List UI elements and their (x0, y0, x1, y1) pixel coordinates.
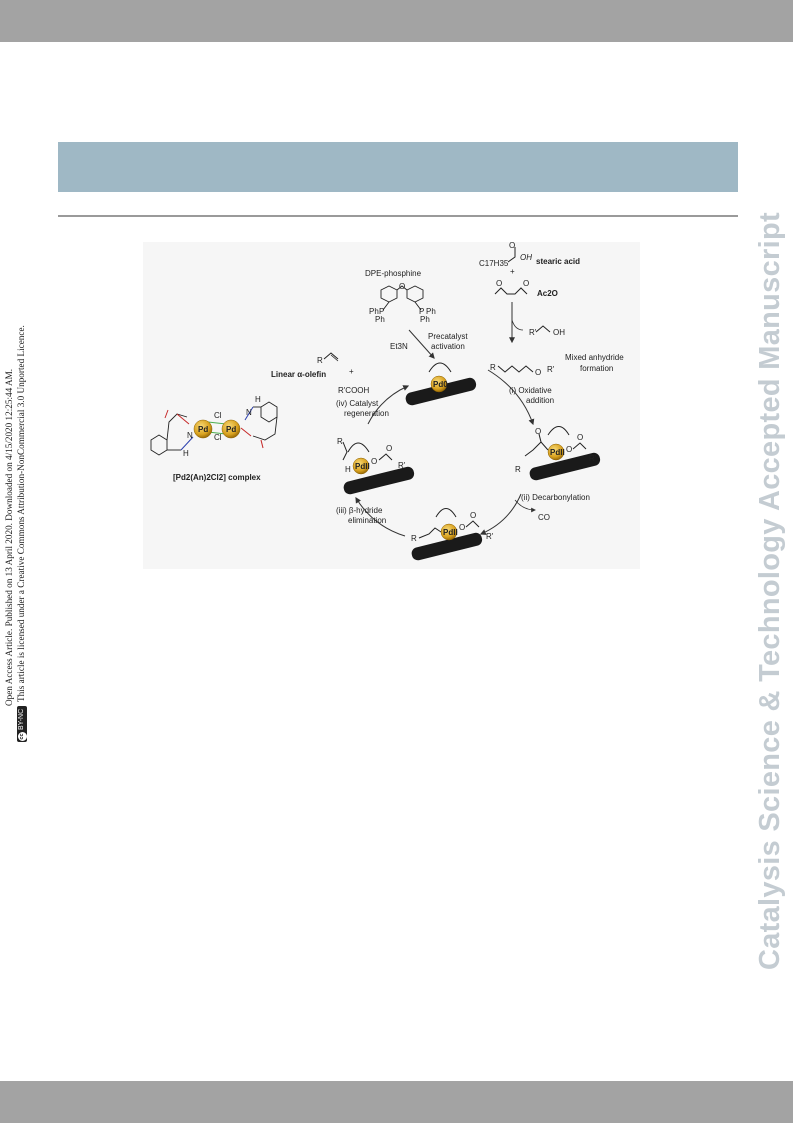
left-pd-label: PdII (355, 462, 370, 471)
step-ii-label: (ii) Decarbonylation (521, 493, 590, 502)
pd-sphere-label-2: Pd (226, 425, 236, 434)
cc-license-badge[interactable]: cc BY-NC (16, 706, 27, 742)
arrow-beta-hydride (355, 496, 406, 537)
pd0-catalyst-top: Pd0 (405, 362, 477, 406)
pd-hydride-intermediate: PdII R H O O R' (337, 437, 415, 495)
mixed-anhydride-structure: R O R' (490, 363, 555, 377)
bottom-pd-label: PdII (443, 528, 458, 537)
license-badge-text: BY-NC (17, 708, 25, 730)
step-iii-label-2: elimination (348, 516, 386, 525)
ac2o-o1: O (496, 279, 502, 288)
dpe-p2: P (419, 307, 424, 316)
dpe-ph2: Ph (375, 315, 385, 324)
cl-label-2: Cl (214, 433, 222, 442)
mixed-anhydride-label-1: Mixed anhydride (565, 353, 624, 362)
step-iv-label-1: (iv) Catalyst (336, 399, 379, 408)
arrow-decarbonylation (479, 493, 522, 535)
dpe-ph4: Ph (420, 315, 430, 324)
dpe-phosphine-label: DPE-phosphine (365, 269, 422, 278)
bottom-r: R (411, 534, 417, 543)
step-iii-label-1: (iii) β-hydride (336, 506, 383, 515)
et3n-label: Et3N (390, 342, 408, 351)
stearic-acid-label: stearic acid (536, 257, 580, 266)
h-label-1: H (183, 449, 189, 458)
co-label: CO (538, 513, 550, 522)
right-pd-label: PdII (550, 448, 565, 457)
linear-olefin-structure: R (317, 352, 339, 365)
header-rule (58, 215, 738, 217)
pd2-dimer-complex: Cl Cl N N H H Pd Pd (150, 395, 278, 458)
right-r-prime: R' (589, 454, 597, 463)
stearic-o: O (509, 242, 515, 250)
acetic-acid-byproduct: R' OH (529, 325, 565, 337)
olefin-r: R (317, 356, 323, 365)
byproduct-r: R' (529, 328, 537, 337)
left-r: R (337, 437, 343, 446)
pd-acyl-intermediate: PdII O R O O R' (515, 426, 601, 481)
step-i-label-1: (i) Oxidative (509, 386, 552, 395)
accepted-manuscript-watermark: Catalysis Science & Technology Accepted … (754, 212, 786, 970)
complex-label: [Pd2(An)2Cl2] complex (173, 473, 261, 482)
co-release-arrow (514, 499, 536, 513)
dpe-ph3: Ph (426, 307, 436, 316)
cc-icon: cc (17, 732, 27, 741)
right-r: R (515, 465, 521, 474)
dpe-phosphine-structure (380, 285, 424, 311)
byproduct-oh: OH (553, 328, 565, 337)
left-o: O (371, 457, 377, 466)
plus-sign-2: + (349, 367, 354, 376)
precatalyst-activation-label-2: activation (431, 342, 465, 351)
bottom-bar (0, 1081, 793, 1123)
pd-alkyl-intermediate: PdII R O O R' (411, 508, 494, 561)
precatalyst-activation-label-1: Precatalyst (428, 332, 468, 341)
right-o: O (566, 445, 572, 454)
cl-label-1: Cl (214, 411, 222, 420)
stearic-formula: C17H35 (479, 259, 509, 268)
bottom-r-prime: R' (486, 532, 494, 541)
bottom-o: O (459, 523, 465, 532)
step-iv-label-2: regeneration (344, 409, 389, 418)
dpe-p1: P (379, 307, 384, 316)
pd-sphere-label-1: Pd (198, 425, 208, 434)
left-carbonyl-o: O (386, 444, 392, 453)
anhydride-r: R (490, 363, 496, 372)
ac2o-o2: O (523, 279, 529, 288)
activation-arrow (408, 329, 435, 359)
dpe-o: O (399, 282, 405, 291)
license-line: cc BY-NC This article is licensed under a … (15, 202, 27, 742)
mixed-anhydride-label-2: formation (580, 364, 613, 373)
top-bar (0, 0, 793, 42)
right-carbonyl-o: O (577, 433, 583, 442)
open-access-note: Open Access Article. Published on 13 Apr… (3, 202, 43, 742)
linear-olefin-label: Linear α-olefin (271, 370, 326, 379)
dpe-ph1: Ph (369, 307, 379, 316)
license-text[interactable]: This article is licensed under a Creativ… (16, 325, 26, 702)
ac2o-label: Ac2O (537, 289, 558, 298)
n-label-1: N (187, 431, 193, 440)
left-r-prime: R' (398, 461, 406, 470)
n-label-2: N (246, 408, 252, 417)
anhydride-r-prime: R' (547, 365, 555, 374)
anhydride-o: O (535, 368, 541, 377)
arrow-regeneration (367, 385, 410, 425)
plus-sign-1: + (510, 267, 515, 276)
top-pd-label: Pd0 (433, 380, 448, 389)
arrow-oxidative-addition (487, 369, 535, 426)
journal-header-band (58, 142, 738, 192)
right-acyl-o: O (535, 427, 541, 436)
bottom-carbonyl-o: O (470, 511, 476, 520)
h-label-2: H (255, 395, 261, 404)
catalytic-cycle-figure: C17H35 O OH stearic acid + O O Ac2O R' O… (143, 242, 640, 569)
figure-svg: C17H35 O OH stearic acid + O O Ac2O R' O… (150, 242, 624, 561)
stearic-acid-structure: C17H35 O OH stearic acid + O O Ac2O (479, 242, 580, 298)
r-cooh-label: R'COOH (338, 386, 370, 395)
open-access-line: Open Access Article. Published on 13 Apr… (4, 368, 14, 706)
left-h: H (345, 465, 351, 474)
step-i-label-2: addition (526, 396, 554, 405)
stearic-oh: OH (520, 253, 532, 262)
